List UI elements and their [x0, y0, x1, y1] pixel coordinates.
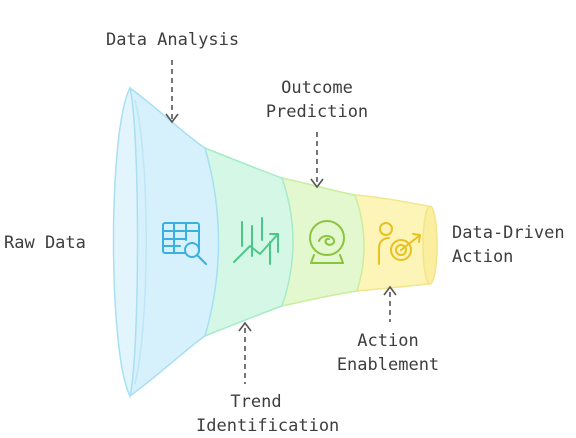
- label-data-analysis: Data Analysis: [106, 30, 240, 50]
- crystal-ball-icon: [309, 220, 345, 264]
- funnel-rim-raw-data: [112, 85, 139, 399]
- label-outcome-prediction: Outcome Prediction: [265, 78, 369, 122]
- arrowhead-outcome-prediction: [310, 178, 324, 189]
- label-trend-identification: Trend Identification: [196, 392, 340, 436]
- person-target-icon: [378, 222, 421, 265]
- funnel-rim-highlight: [134, 99, 147, 385]
- label-action-enablement: Action Enablement: [336, 331, 440, 375]
- table-search-icon: [162, 222, 207, 265]
- label-raw-data: Raw Data: [4, 233, 86, 253]
- label-data-driven-action: Data-Driven Action: [452, 223, 565, 267]
- arrowhead-trend-identification: [238, 321, 252, 332]
- funnel-mouth: [422, 205, 438, 285]
- funnel-stage-trend-identification: [204, 146, 294, 338]
- arrowhead-action-enablement: [383, 285, 397, 296]
- funnel-stage-outcome-prediction: [281, 177, 365, 307]
- trend-chart-icon: [233, 217, 279, 265]
- arrowhead-data-analysis: [165, 113, 179, 124]
